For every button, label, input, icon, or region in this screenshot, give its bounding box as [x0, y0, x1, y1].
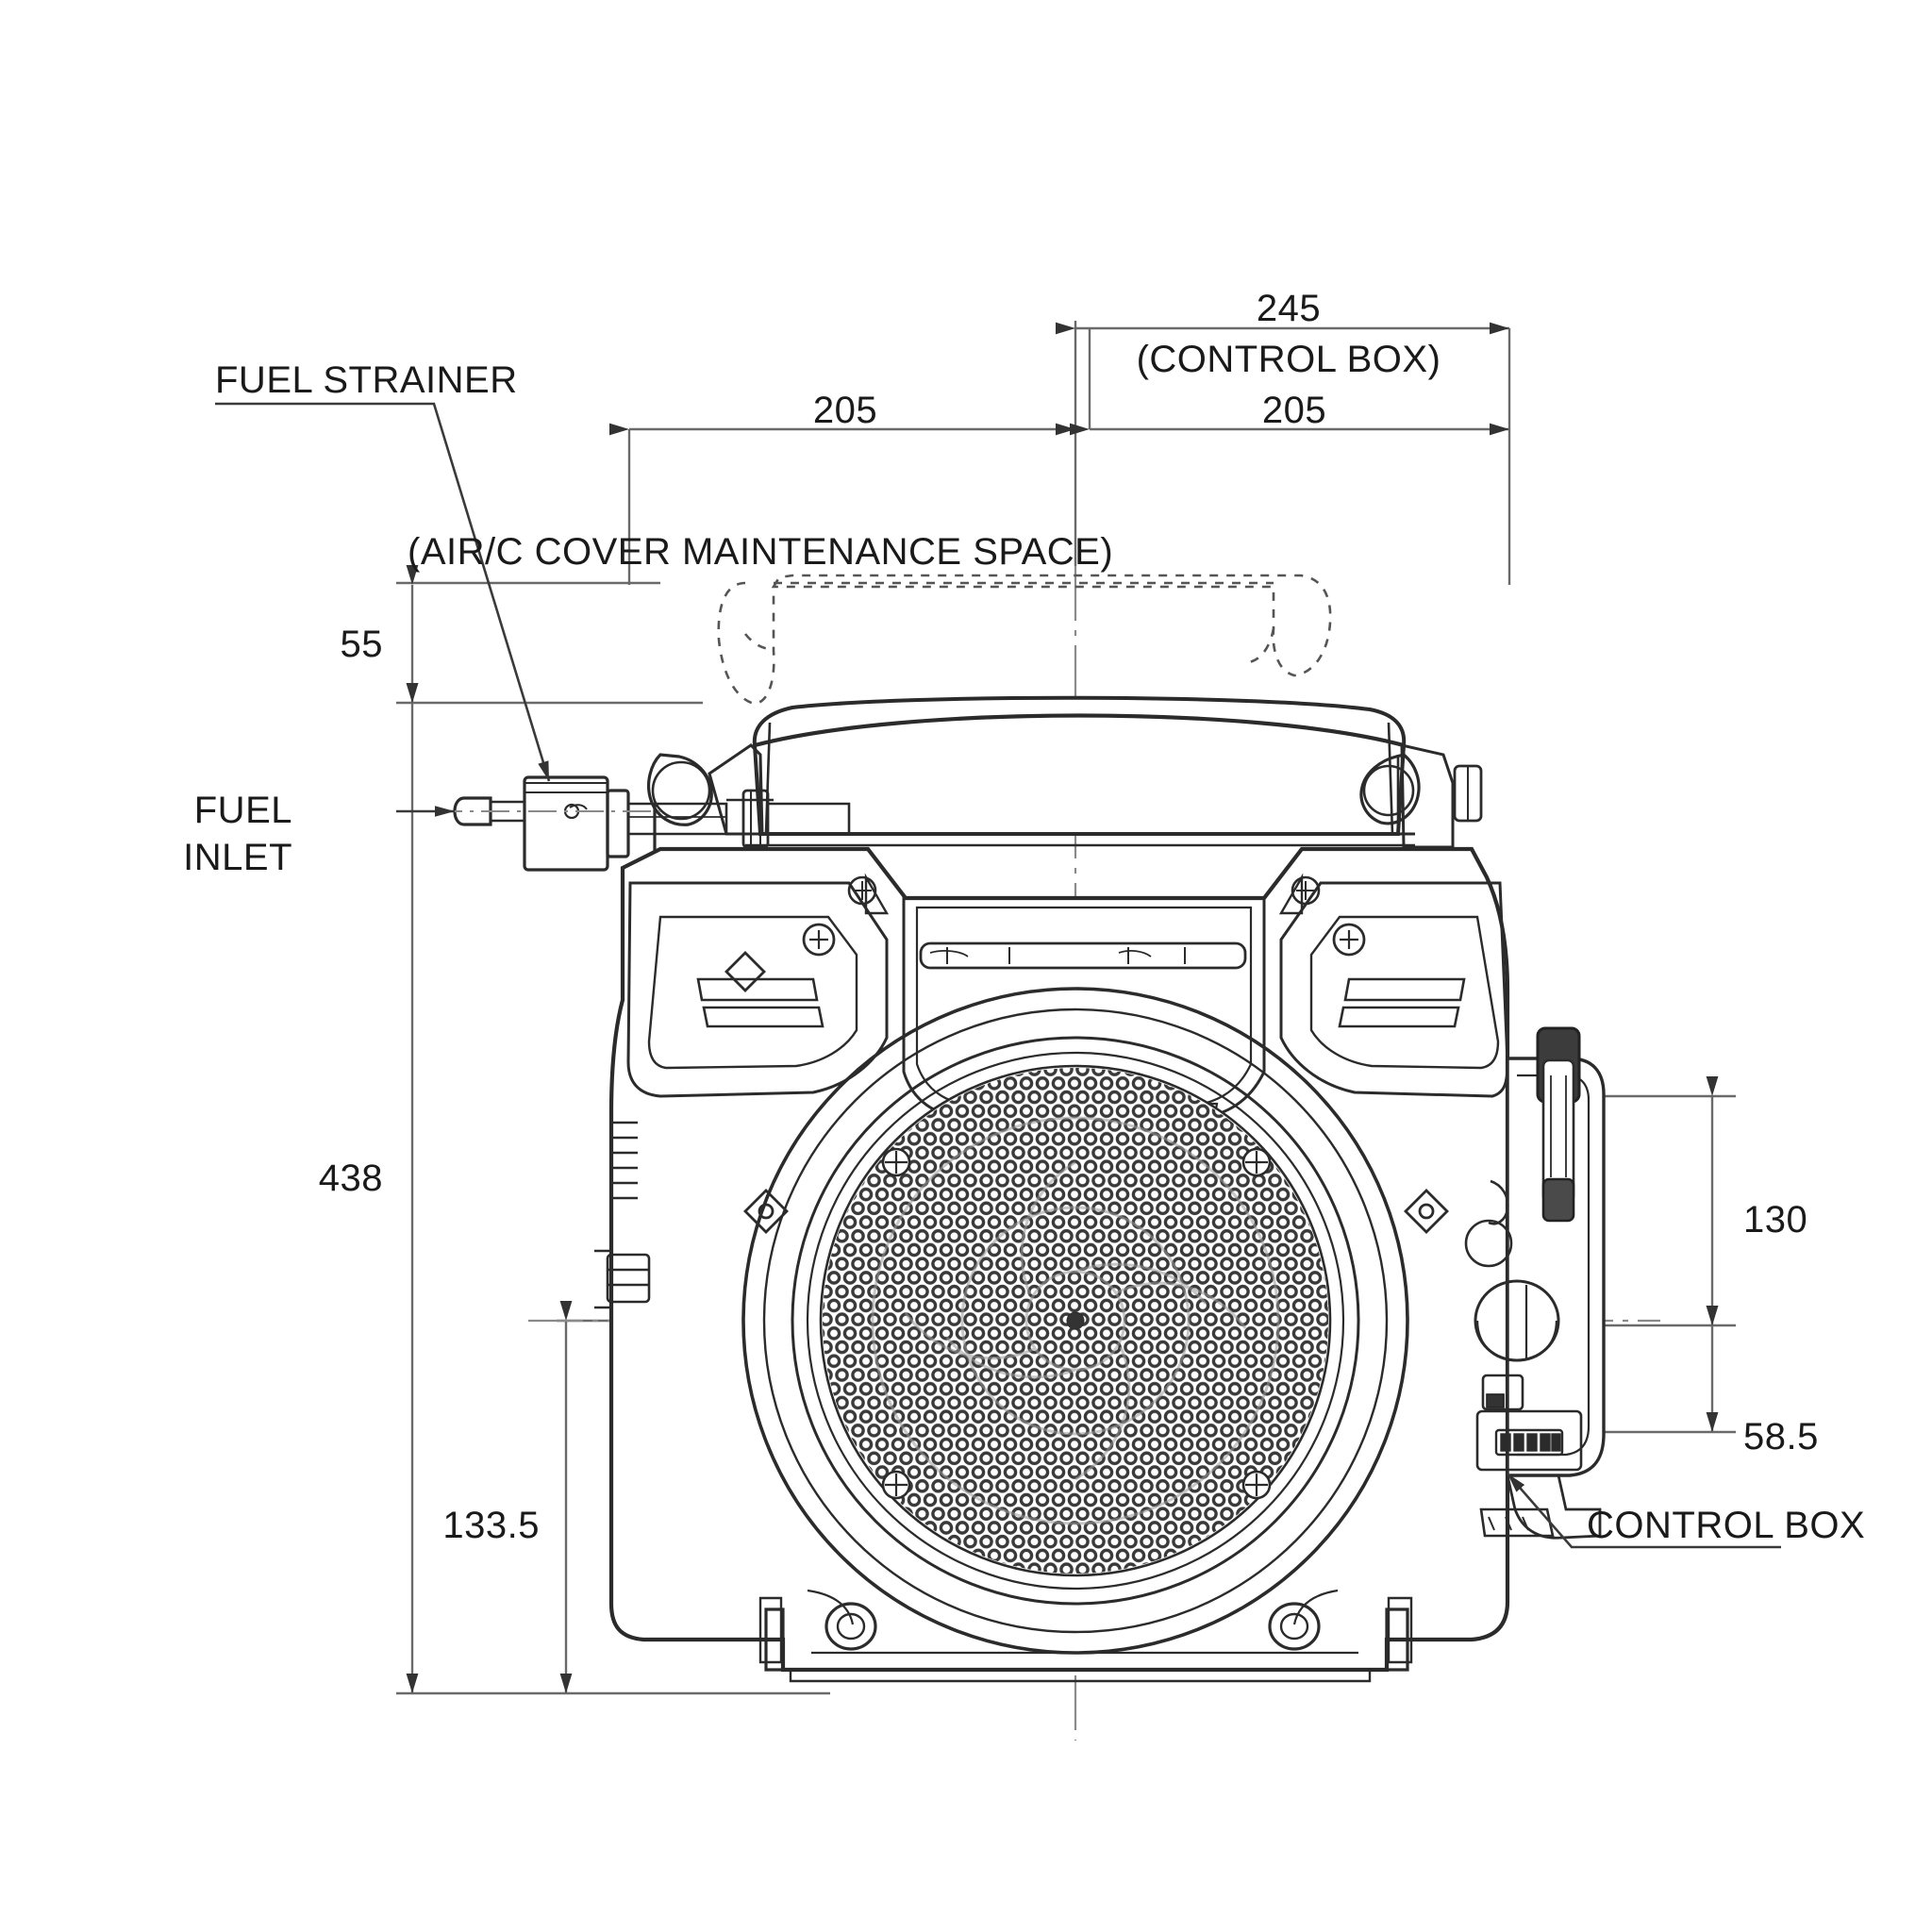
width-dimension-lines [609, 322, 1509, 436]
left-cylinder-head-cover [626, 873, 890, 1098]
air-cleaner-maintenance-outline [717, 574, 1332, 706]
label-fuel-inlet-line2: INLET [183, 837, 292, 878]
air-cleaner-cover [745, 695, 1415, 847]
dim-left-half-width: 205 [813, 390, 877, 431]
casing-bosses [724, 951, 1449, 1234]
control-box [1464, 1026, 1606, 1540]
label-fuel-strainer: FUEL STRAINER [215, 359, 518, 401]
label-control-box-note: (CONTROL BOX) [1137, 339, 1441, 380]
right-cover-bracket [1359, 743, 1483, 849]
dim-overall-height: 438 [319, 1158, 383, 1199]
fuel-strainer-assembly [434, 775, 851, 872]
label-air-cover-space: (AIR/C COVER MAINTENANCE SPACE) [408, 531, 1113, 573]
dim-control-box-width: 245 [1257, 288, 1321, 329]
dim-maintenance-space-height: 55 [341, 624, 384, 665]
leader-lines [215, 402, 1781, 1549]
control-knob [1474, 1279, 1560, 1362]
height-dimension-lines [406, 565, 573, 1693]
fan-grille [819, 1064, 1332, 1577]
dim-crank-centerline-height: 133.5 [442, 1505, 540, 1546]
connector-pins [1500, 1433, 1561, 1452]
engine-assembly [434, 574, 1606, 1683]
mounting-base [758, 1589, 1413, 1683]
dim-right-half-width: 205 [1262, 390, 1326, 431]
label-fuel-inlet-line1: FUEL [194, 790, 292, 831]
label-control-box: CONTROL BOX [1587, 1505, 1865, 1546]
dim-control-box-upper: 130 [1743, 1199, 1807, 1241]
left-side-fins [594, 1121, 651, 1309]
dim-control-box-lower: 58.5 [1743, 1416, 1819, 1457]
annotation-text: FUEL STRAINER (AIR/C COVER MAINTENANCE S… [183, 288, 1865, 1546]
